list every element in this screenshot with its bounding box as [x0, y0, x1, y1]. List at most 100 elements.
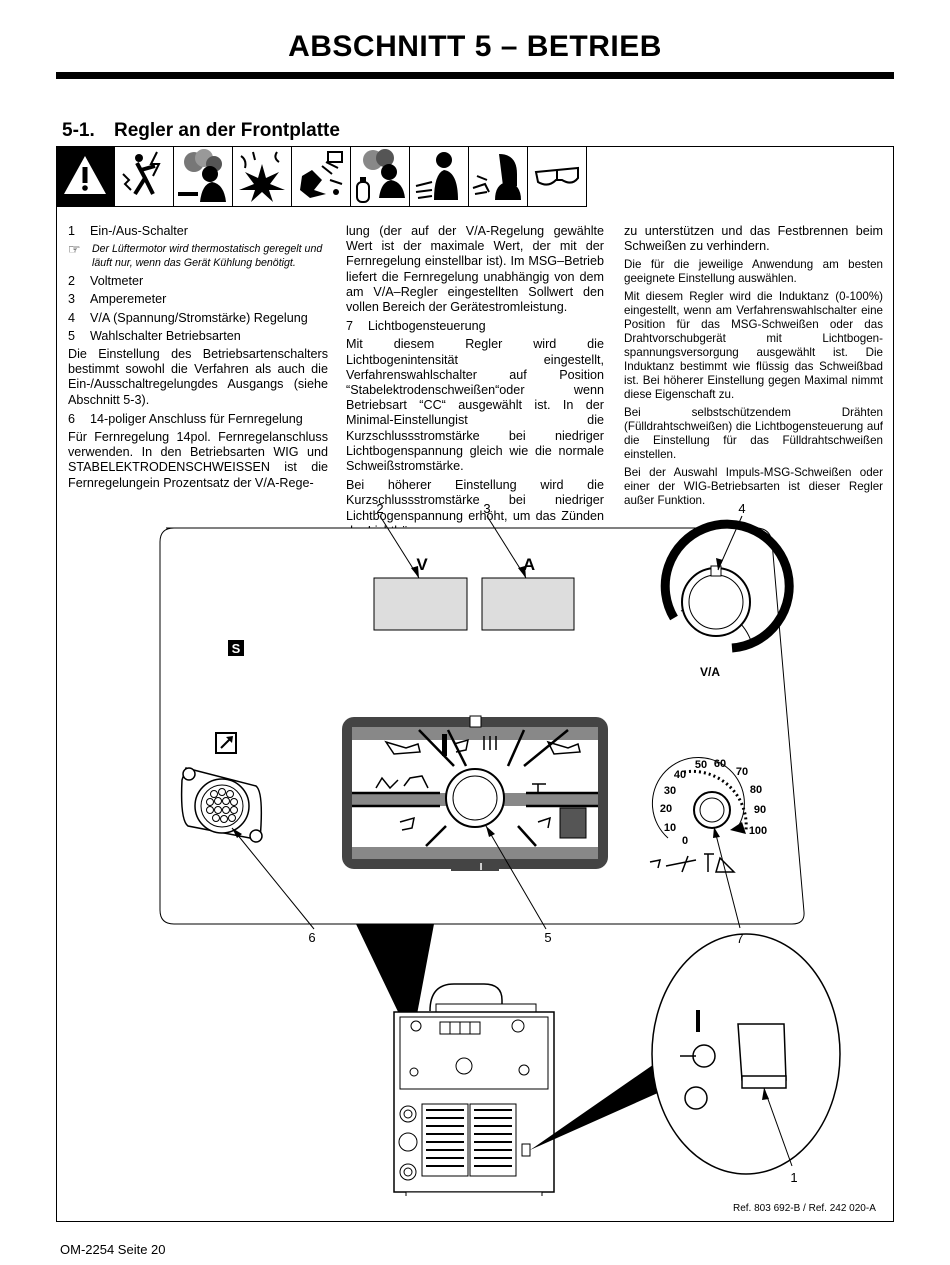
voltmeter-label: V — [416, 555, 428, 574]
text-column-2: lung (der auf der V/A-Regelung gewählte … — [346, 224, 604, 543]
page-footer: OM-2254 Seite 20 — [60, 1242, 166, 1257]
safety-glasses-icon — [528, 146, 587, 207]
item-number: 7 — [346, 319, 354, 334]
arc-knob-inner — [699, 797, 725, 823]
warning-triangle-icon — [56, 146, 115, 207]
s-mark: S — [232, 641, 241, 656]
dial-tick: 80 — [750, 784, 762, 796]
item-number: 5 — [68, 328, 76, 343]
item-number: 4 — [68, 310, 76, 325]
process-selector-panel: I — [342, 715, 608, 873]
item-text: Voltmeter — [90, 274, 144, 289]
paragraph: zu unterstützen und das Festbrennen beim… — [624, 224, 883, 254]
text-column-1: 1 Ein-/Aus-Schalter ☞ Der Lüftermotor wird… — [68, 224, 328, 495]
dial-tick: 0 — [682, 835, 688, 847]
list-item: 3 Amperemeter — [68, 292, 328, 307]
title-rule — [56, 72, 894, 79]
dial-tick: 70 — [736, 766, 748, 778]
item-text: Lichtbogensteuerung — [368, 319, 486, 334]
callout-1: 1 — [790, 1170, 797, 1185]
callout-6: 6 — [308, 930, 315, 945]
dial-tick: 100 — [749, 825, 767, 837]
fire-sparks-icon — [233, 146, 292, 207]
paragraph: Bei der Auswahl Impuls-MSG-Schweißen ode… — [624, 466, 883, 508]
list-item: 5 Wahlschalter Betriebsarten — [68, 329, 328, 344]
va-label: V/A — [700, 665, 720, 679]
text-column-3: zu unterstützen und das Festbrennen beim… — [624, 224, 883, 512]
note: ☞ Der Lüftermotor wird thermostatisch ger… — [68, 242, 328, 270]
welder-hood-icon — [469, 146, 528, 207]
paragraph: Die Einstellung des Betriebsartenschalte… — [68, 347, 328, 407]
item-text: 14-poliger Anschluss für Fernregelung — [90, 411, 303, 426]
power-on-off-switch[interactable] — [737, 1023, 787, 1081]
content-frame — [56, 146, 894, 1222]
paragraph: lung (der auf der V/A-Regelung gewählte … — [346, 224, 604, 315]
dial-tick: 40 — [674, 769, 686, 781]
arc-rays-icon — [410, 146, 469, 207]
paragraph: Für Fernregelung 14pol. Fernregelanschlu… — [68, 430, 328, 490]
switch-rocker-base — [741, 1075, 787, 1089]
ammeter-label: A — [523, 555, 535, 574]
dial-tick: 90 — [754, 804, 766, 816]
ammeter-display — [481, 577, 575, 631]
dial-tick: 50 — [695, 759, 707, 771]
power-symbol: I — [480, 862, 483, 873]
list-item: 1 Ein-/Aus-Schalter — [68, 224, 328, 239]
voltmeter-display — [373, 577, 468, 631]
page-title: ABSCHNITT 5 – BETRIEB — [288, 30, 662, 63]
wire-feeder-icon — [559, 807, 587, 839]
remote-icon-arrowhead — [226, 736, 233, 743]
va-range-arc — [660, 519, 794, 653]
switch-on-mark — [696, 1010, 700, 1032]
front-panel-diagram: V A S V/A — [159, 501, 841, 1196]
callout-4: 4 — [738, 501, 745, 516]
arc-control-knob[interactable] — [693, 791, 731, 829]
remote-icon — [215, 732, 237, 754]
note-text: Der Lüftermotor wird thermostatisch gere… — [92, 243, 323, 270]
list-item: 7 Lichtbogensteuerung — [346, 319, 604, 334]
process-knob-inner — [452, 775, 498, 821]
remote-14-pin-socket[interactable] — [180, 767, 263, 843]
section-number: 5-1. — [62, 120, 95, 141]
paragraph: Mit diesem Regler wird die Induktanz (0-… — [624, 290, 883, 402]
switch-off-mark — [684, 1086, 708, 1110]
fumes-cylinder-icon — [351, 146, 410, 207]
item-number: 6 — [68, 411, 76, 426]
paragraph: Bei höherer Einstellung wird die Kurzsch… — [346, 478, 604, 538]
fumes-icon — [174, 146, 233, 207]
electric-shock-icon — [115, 146, 174, 207]
safety-icon-strip — [56, 146, 587, 207]
power-switch-small — [521, 1143, 531, 1157]
section-title: Regler an der Frontplatte — [114, 120, 340, 141]
list-item: 6 14-poliger Anschluss für Fernregelung — [68, 412, 328, 427]
process-selector-knob[interactable] — [445, 768, 505, 828]
dial-tick: 10 — [664, 822, 676, 834]
paragraph: Mit diesem Regler wird die Lichtbogenint… — [346, 337, 604, 474]
reference-number: Ref. 803 692-B / Ref. 242 020-A — [733, 1203, 876, 1214]
paragraph: Bei selbstschützendem Drähten (Fülldraht… — [624, 406, 883, 462]
dial-tick: 20 — [660, 803, 672, 815]
va-control-knob[interactable] — [681, 567, 751, 637]
arc-control-dial: 0 10 20 30 40 50 60 70 80 90 100 — [649, 756, 767, 873]
item-text: V/A (Spannung/Stromstärke) Regelung — [90, 310, 308, 325]
dial-tick: 30 — [664, 785, 676, 797]
callout-5: 5 — [544, 930, 551, 945]
item-number: 3 — [68, 292, 76, 307]
callout-3: 3 — [483, 501, 490, 516]
welder-machine-illustration — [393, 983, 555, 1196]
callout-2: 2 — [376, 501, 383, 516]
list-item: 2 Voltmeter — [68, 274, 328, 289]
pointing-hand-icon: ☞ — [68, 241, 81, 258]
item-number: 1 — [68, 224, 76, 238]
list-item: 4 V/A (Spannung/Stromstärke) Regelung — [68, 311, 328, 326]
spark-fire-icon — [292, 146, 351, 207]
callout-7: 7 — [736, 931, 743, 946]
s-mark-box — [228, 640, 244, 656]
va-knob-notch — [710, 565, 722, 577]
item-text: Amperemeter — [90, 292, 167, 307]
item-text: Wahlschalter Betriebsarten — [90, 328, 241, 343]
item-text: Ein-/Aus-Schalter — [90, 224, 188, 238]
power-symbol-bar — [451, 861, 499, 871]
paragraph: Die für die jeweilige Anwendung am beste… — [624, 258, 883, 286]
item-number: 2 — [68, 274, 76, 289]
